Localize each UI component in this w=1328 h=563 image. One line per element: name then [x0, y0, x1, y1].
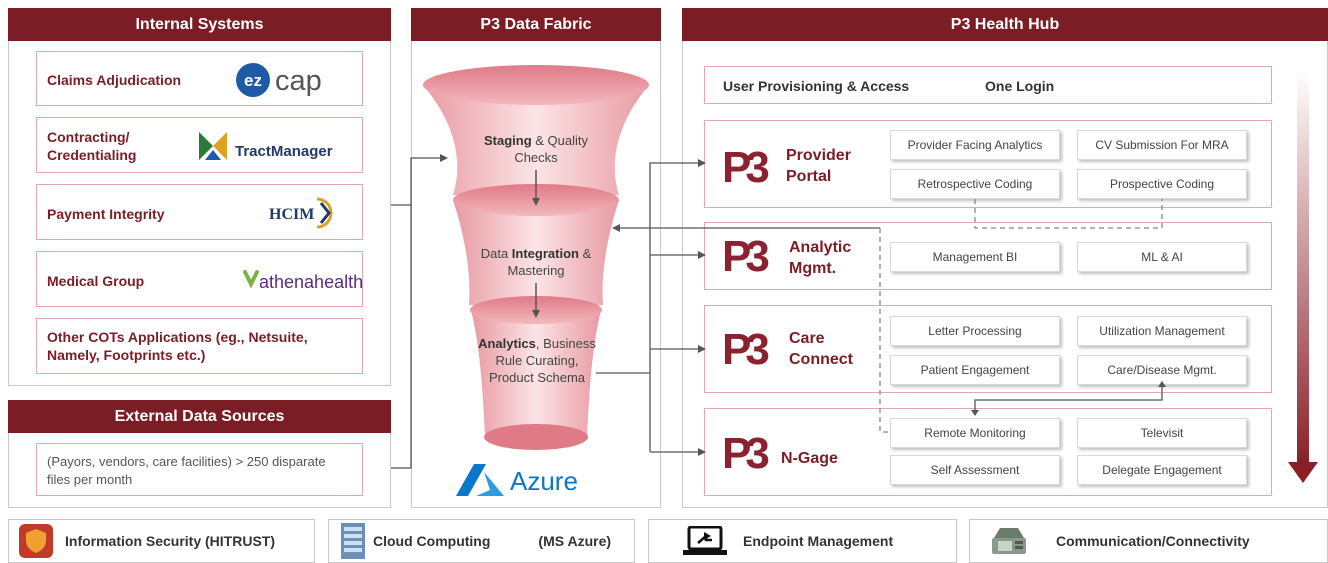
- svg-text:HCIM: HCIM: [269, 206, 314, 223]
- bottom-endpoint-management: Endpoint Management: [648, 519, 957, 563]
- feature-televisit[interactable]: Televisit: [1077, 418, 1247, 448]
- access-value: One Login: [985, 78, 1055, 94]
- bottom-label: Information Security (HITRUST): [65, 533, 276, 549]
- module-name: N-Gage: [781, 448, 838, 469]
- module-name: Provider Portal: [786, 145, 851, 187]
- stage-staging-rest: & Quality Checks: [514, 133, 589, 165]
- feature-prospective-coding[interactable]: Prospective Coding: [1077, 169, 1247, 199]
- bottom-label: Endpoint Management: [743, 533, 894, 549]
- data-fabric-title: P3 Data Fabric: [411, 8, 661, 41]
- hcim-logo: HCIM: [269, 193, 349, 233]
- shield-icon: [19, 524, 53, 558]
- system-contracting: Contracting/ Credentialing TractManager: [36, 117, 363, 173]
- system-other-cots: Other COTs Applications (eg., Netsuite, …: [36, 318, 363, 374]
- stage-integration-bold: Integration: [511, 246, 579, 261]
- azure-label: Azure: [510, 466, 578, 496]
- feature-letter-processing[interactable]: Letter Processing: [890, 316, 1060, 346]
- feature-retrospective-coding[interactable]: Retrospective Coding: [890, 169, 1060, 199]
- external-data-title: External Data Sources: [8, 400, 391, 433]
- stage-integration-pre: Data: [480, 246, 512, 261]
- module-name: Analytic Mgmt.: [789, 237, 851, 279]
- feature-self-assessment[interactable]: Self Assessment: [890, 455, 1060, 485]
- external-data-box: (Payors, vendors, care facilities) > 250…: [36, 443, 363, 496]
- stage-integration: Data Integration & Mastering: [476, 245, 596, 279]
- module-name-line: Mgmt.: [789, 260, 837, 277]
- p3-logo: P3: [722, 429, 770, 478]
- azure-logo: Azure: [456, 462, 596, 498]
- laptop-icon: [683, 526, 727, 555]
- feature-management-bi[interactable]: Management BI: [890, 242, 1060, 272]
- bottom-label: Cloud Computing: [373, 533, 491, 549]
- module-name-line: Connect: [789, 351, 853, 368]
- stage-staging-bold: Staging: [483, 133, 532, 148]
- feature-utilization-management[interactable]: Utilization Management: [1077, 316, 1247, 346]
- svg-text:TractManager: TractManager: [235, 143, 333, 160]
- feature-ml-ai[interactable]: ML & AI: [1077, 242, 1247, 272]
- feature-patient-engagement[interactable]: Patient Engagement: [890, 355, 1060, 385]
- bottom-information-security: Information Security (HITRUST): [8, 519, 315, 563]
- svg-text:athenahealth: athenahealth: [259, 272, 363, 292]
- svg-text:ez: ez: [244, 71, 262, 90]
- flow-arrow: [1288, 70, 1318, 483]
- funnel-graphic: [423, 65, 649, 450]
- stage-staging: Staging & Quality Checks: [466, 132, 606, 166]
- p3-logo: P3: [722, 325, 770, 374]
- health-hub-title: P3 Health Hub: [682, 8, 1328, 41]
- user-provisioning-box: User Provisioning & Access One Login: [704, 66, 1272, 104]
- feature-delegate-engagement[interactable]: Delegate Engagement: [1077, 455, 1247, 485]
- module-name: Care Connect: [789, 328, 853, 370]
- bottom-cloud-computing: Cloud Computing (MS Azure): [328, 519, 635, 563]
- p3-logo: P3: [722, 232, 770, 281]
- server-icon: [341, 523, 365, 559]
- feature-remote-monitoring[interactable]: Remote Monitoring: [890, 418, 1060, 448]
- system-medical-group: Medical Group athenahealth: [36, 251, 363, 307]
- feature-cv-submission[interactable]: CV Submission For MRA: [1077, 130, 1247, 160]
- stage-analytics: Analytics, Business Rule Curating, Produ…: [478, 335, 596, 386]
- system-label: Claims Adjudication: [47, 72, 182, 88]
- system-label: Payment Integrity: [47, 206, 165, 222]
- access-label: User Provisioning & Access: [723, 78, 910, 94]
- system-payment-integrity: Payment Integrity HCIM: [36, 184, 363, 240]
- bottom-label-extra: (MS Azure): [538, 533, 612, 549]
- ezcap-logo: ez cap: [235, 61, 335, 99]
- svg-text:cap: cap: [275, 65, 322, 97]
- system-claims-adjudication: Claims Adjudication ez cap: [36, 51, 363, 106]
- module-name-line: Analytic: [789, 239, 852, 256]
- athenahealth-logo: athenahealth: [243, 266, 388, 296]
- system-label: Medical Group: [47, 273, 145, 289]
- system-label: Contracting/ Credentialing: [47, 129, 137, 163]
- module-name-line: Care: [789, 330, 825, 347]
- internal-systems-title: Internal Systems: [8, 8, 391, 41]
- stage-analytics-rest: , Business Rule Curating, Product Schema: [488, 336, 596, 385]
- bottom-communication: Communication/Connectivity: [969, 519, 1328, 563]
- module-name-line: Portal: [786, 168, 832, 185]
- bottom-label: Communication/Connectivity: [1056, 533, 1250, 549]
- stage-analytics-bold: Analytics: [478, 336, 536, 351]
- module-name-line: N-Gage: [781, 450, 838, 467]
- external-data-text: (Payors, vendors, care facilities) > 250…: [47, 454, 326, 487]
- tractmanager-logo: TractManager: [199, 132, 349, 162]
- phone-icon: [992, 528, 1026, 554]
- system-label: Other COTs Applications (eg., Netsuite, …: [47, 329, 308, 363]
- stage-integration-rest: & Mastering: [507, 246, 592, 278]
- feature-provider-facing-analytics[interactable]: Provider Facing Analytics: [890, 130, 1060, 160]
- p3-logo: P3: [722, 143, 770, 192]
- module-name-line: Provider: [786, 147, 851, 164]
